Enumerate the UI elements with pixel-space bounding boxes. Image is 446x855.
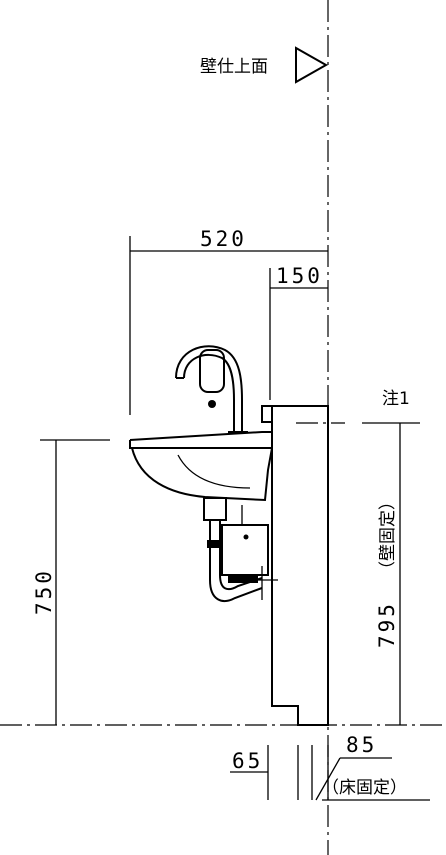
dim-65-label: 65 (232, 749, 263, 773)
control-box-indicator (243, 534, 249, 540)
dim-85-leader (315, 757, 341, 801)
basin-bowl-curve (177, 454, 251, 489)
dim-795-fixing: （壁固定） (378, 493, 398, 578)
faucet-sensor (208, 400, 216, 408)
dim-750-label: 750 (32, 568, 56, 615)
faucet-spout-inner (183, 353, 235, 432)
floor-fixing-label: （床固定） (322, 778, 407, 798)
wall-finish-label: 壁仕上面 (200, 57, 268, 77)
basin-rim (129, 431, 272, 441)
note-1-label: 注1 (382, 389, 410, 409)
basin-rim-lower (129, 440, 272, 449)
drain-nut (207, 540, 223, 548)
drain-trap (209, 579, 263, 602)
faucet-spout (175, 345, 243, 432)
faucet-head (199, 349, 225, 393)
dim-85-label: 85 (346, 733, 377, 757)
wall-finish-marker (295, 46, 329, 84)
dim-150-label: 150 (276, 264, 323, 288)
control-box (221, 524, 269, 576)
drain-trap-inner (219, 574, 263, 591)
drain-fitting (203, 497, 227, 521)
dim-520-label: 520 (200, 227, 247, 251)
control-box-base (228, 575, 258, 583)
basin-bowl (131, 447, 273, 502)
dim-795-label: 795 (375, 601, 399, 648)
